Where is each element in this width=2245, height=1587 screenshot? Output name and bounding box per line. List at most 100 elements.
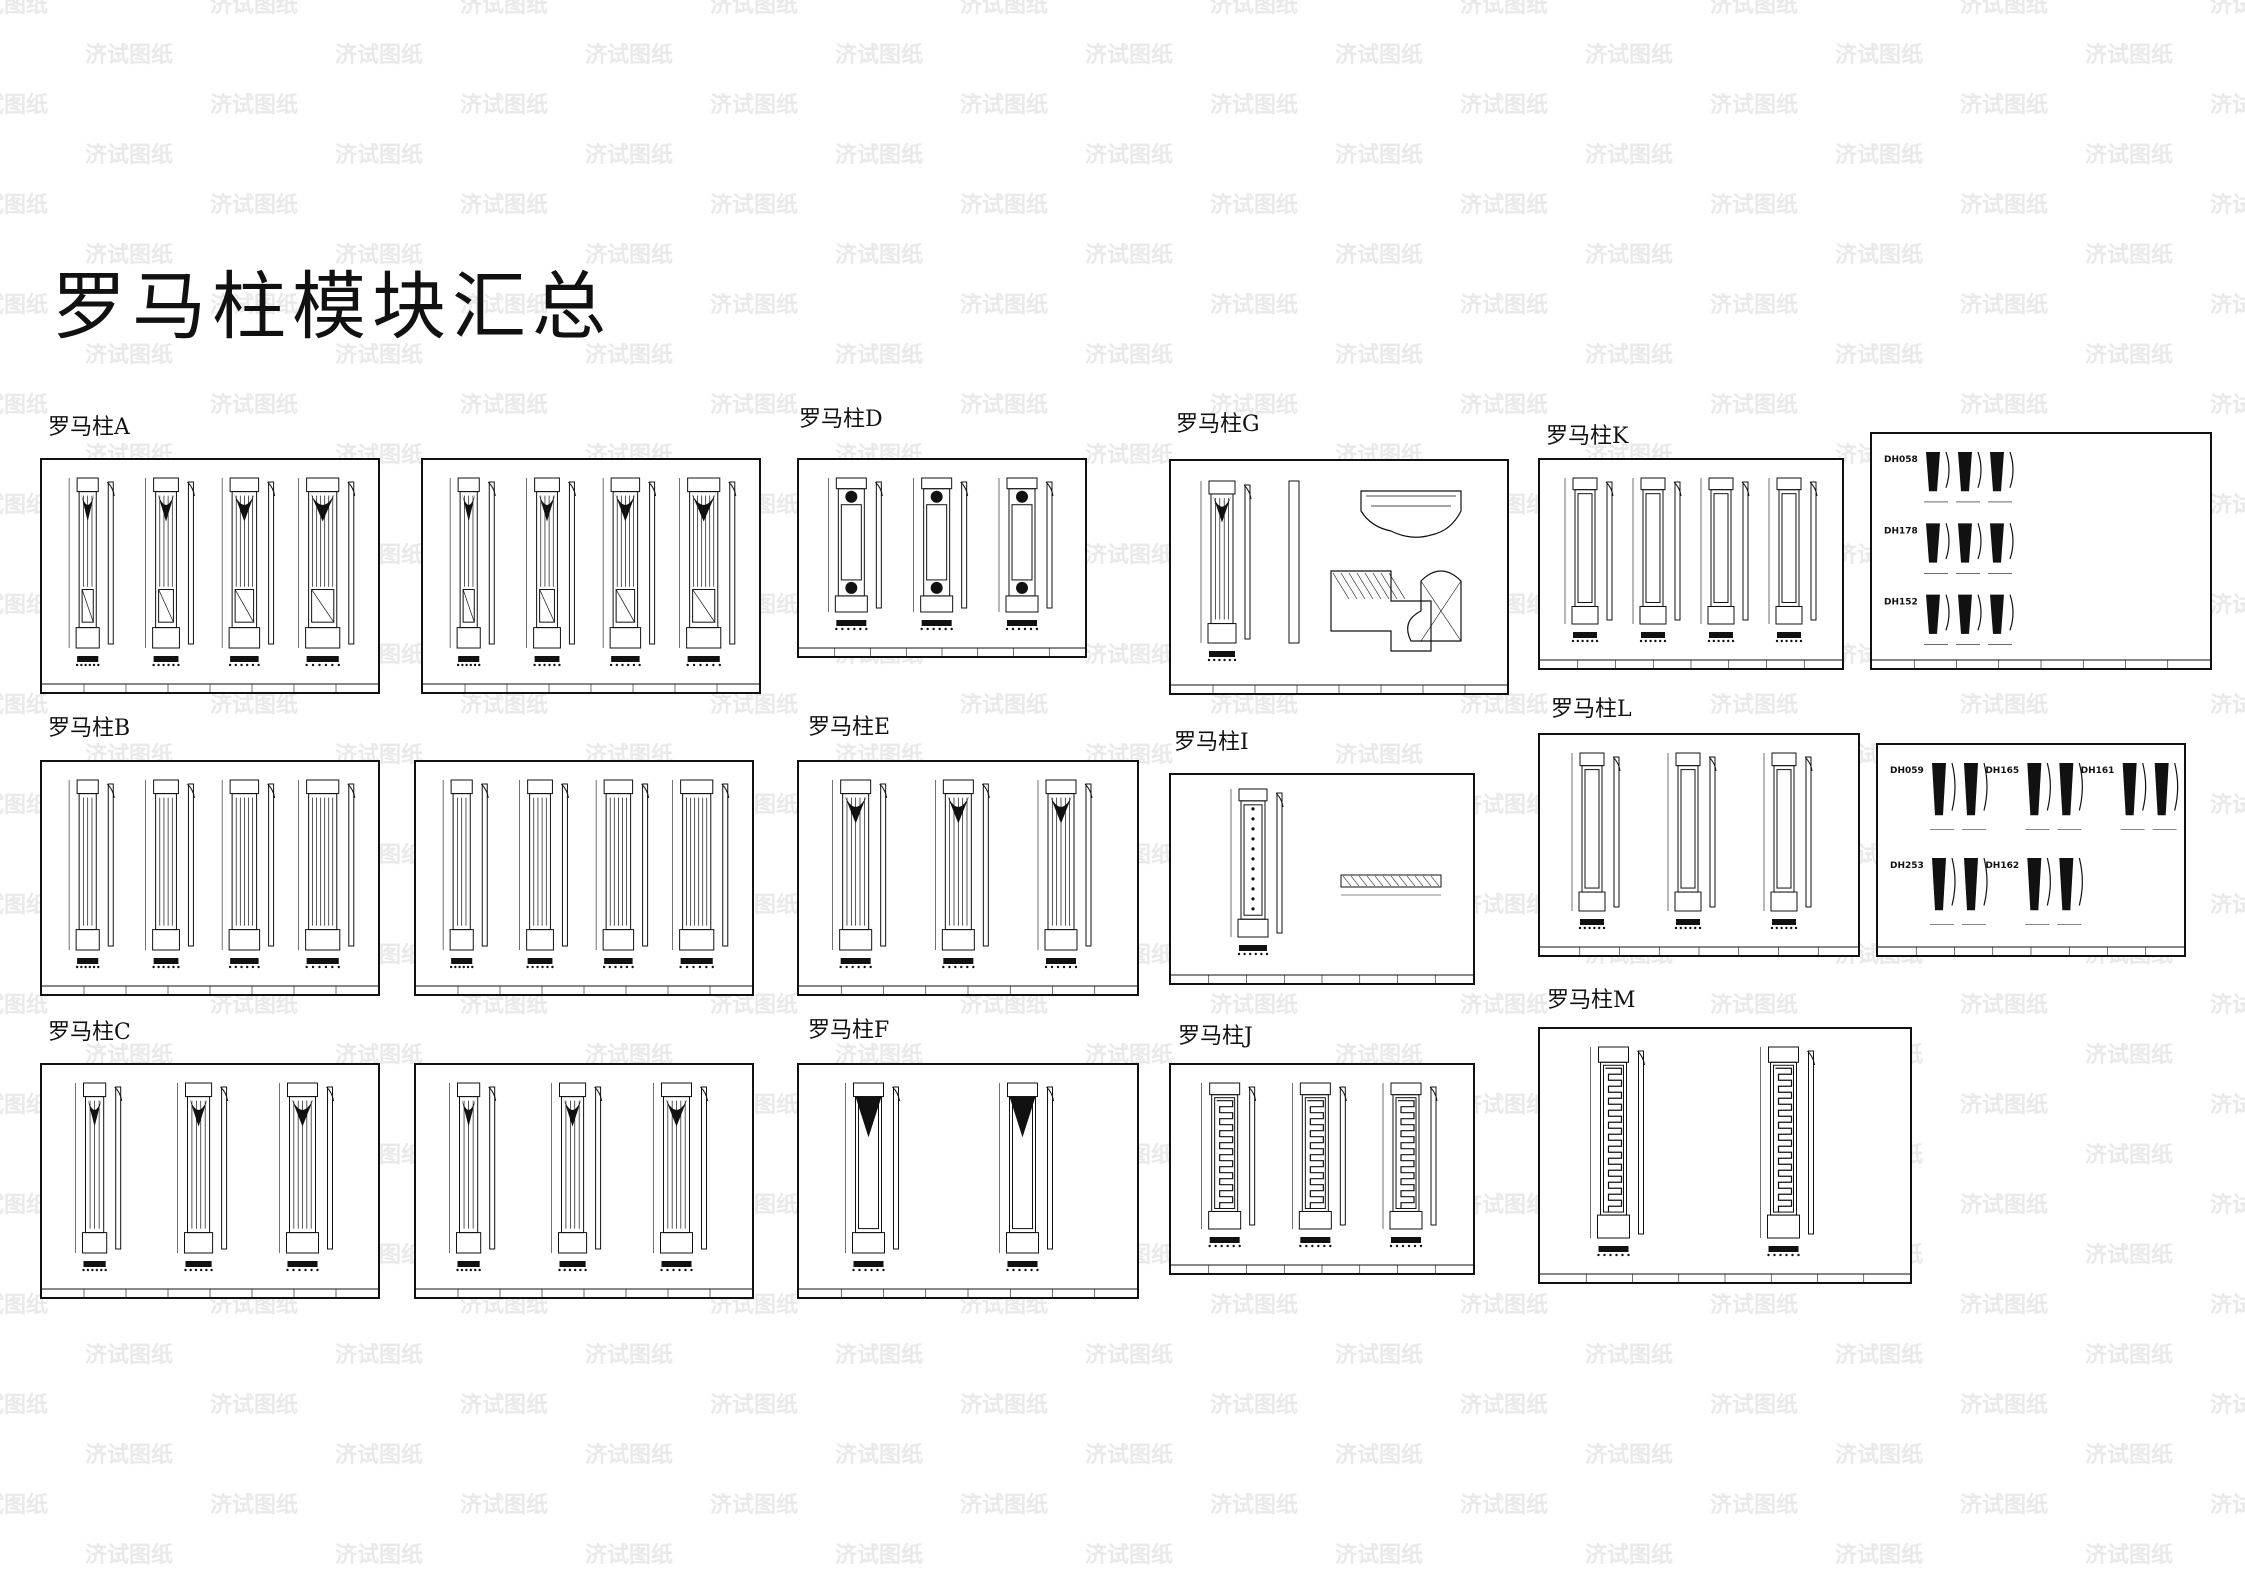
drawing-sheet-g[interactable]: [1169, 459, 1509, 695]
svg-text:济试图纸: 济试图纸: [460, 1492, 548, 1518]
svg-text:济试图纸: 济试图纸: [1210, 992, 1298, 1018]
svg-text:济试图纸: 济试图纸: [835, 142, 923, 168]
svg-text:济试图纸: 济试图纸: [1835, 342, 1923, 368]
svg-text:济试图纸: 济试图纸: [585, 1542, 673, 1568]
svg-text:济试图纸: 济试图纸: [1960, 1092, 2048, 1118]
drawing-sheet-d[interactable]: [797, 458, 1087, 658]
svg-text:济试图纸: 济试图纸: [1085, 142, 1173, 168]
svg-text:济试图纸: 济试图纸: [1460, 1392, 1548, 1418]
svg-text:济试图纸: 济试图纸: [210, 92, 298, 118]
svg-text:济试图纸: 济试图纸: [1960, 192, 2048, 218]
svg-text:济试图纸: 济试图纸: [335, 1542, 423, 1568]
svg-text:济试图纸: 济试图纸: [1460, 692, 1548, 718]
drawing-sheet-f[interactable]: [797, 1063, 1139, 1299]
svg-text:济试图纸: 济试图纸: [210, 1392, 298, 1418]
drawing-sheet-c-1[interactable]: [40, 1063, 380, 1299]
svg-text:济试图纸: 济试图纸: [1210, 1292, 1298, 1318]
svg-text:济试图纸: 济试图纸: [1460, 1492, 1548, 1518]
drawing-sheet-b-1[interactable]: [40, 760, 380, 996]
catalog-code-label: DH059: [1890, 766, 1924, 776]
svg-text:济试图纸: 济试图纸: [1085, 642, 1173, 668]
svg-text:济试图纸: 济试图纸: [2210, 292, 2245, 318]
svg-text:济试图纸: 济试图纸: [460, 192, 548, 218]
sheet-drawing: [1171, 1082, 1473, 1273]
svg-text:济试图纸: 济试图纸: [1710, 0, 1798, 18]
svg-text:济试图纸: 济试图纸: [1335, 1342, 1423, 1368]
group-label-i: 罗马柱I: [1174, 730, 1249, 755]
svg-text:济试图纸: 济试图纸: [0, 692, 48, 718]
page-title: 罗马柱模块汇总: [52, 264, 612, 350]
svg-text:济试图纸: 济试图纸: [2210, 992, 2245, 1018]
svg-text:济试图纸: 济试图纸: [1210, 1392, 1298, 1418]
group-label-d: 罗马柱D: [799, 407, 883, 432]
group-label-e: 罗马柱E: [808, 715, 891, 740]
svg-text:济试图纸: 济试图纸: [210, 1492, 298, 1518]
svg-text:济试图纸: 济试图纸: [835, 1542, 923, 1568]
svg-text:济试图纸: 济试图纸: [960, 392, 1048, 418]
svg-text:济试图纸: 济试图纸: [2085, 142, 2173, 168]
sheet-drawing: [1171, 788, 1473, 983]
svg-text:济试图纸: 济试图纸: [210, 192, 298, 218]
svg-text:济试图纸: 济试图纸: [960, 692, 1048, 718]
svg-text:济试图纸: 济试图纸: [0, 1392, 48, 1418]
svg-text:济试图纸: 济试图纸: [1835, 1342, 1923, 1368]
group-label-b: 罗马柱B: [48, 716, 131, 741]
drawing-sheet-k-1[interactable]: [1538, 458, 1844, 670]
svg-text:济试图纸: 济试图纸: [960, 1492, 1048, 1518]
svg-text:济试图纸: 济试图纸: [1585, 142, 1673, 168]
svg-text:济试图纸: 济试图纸: [2085, 1142, 2173, 1168]
svg-text:济试图纸: 济试图纸: [1335, 742, 1423, 768]
drawing-sheet-l-1[interactable]: [1538, 733, 1860, 957]
group-label-l: 罗马柱L: [1551, 697, 1632, 722]
svg-text:济试图纸: 济试图纸: [1335, 1442, 1423, 1468]
drawing-sheet-c-2[interactable]: [414, 1063, 754, 1299]
svg-text:济试图纸: 济试图纸: [460, 1392, 548, 1418]
sheet-drawing: [799, 477, 1085, 656]
svg-text:济试图纸: 济试图纸: [2210, 892, 2245, 918]
svg-text:济试图纸: 济试图纸: [460, 392, 548, 418]
svg-text:济试图纸: 济试图纸: [1585, 342, 1673, 368]
svg-text:济试图纸: 济试图纸: [1835, 242, 1923, 268]
svg-text:济试图纸: 济试图纸: [210, 692, 298, 718]
drawing-sheet-b-2[interactable]: [414, 760, 754, 996]
svg-text:济试图纸: 济试图纸: [1335, 342, 1423, 368]
svg-text:济试图纸: 济试图纸: [835, 342, 923, 368]
svg-text:济试图纸: 济试图纸: [1960, 0, 2048, 18]
svg-text:济试图纸: 济试图纸: [1960, 1392, 2048, 1418]
svg-text:济试图纸: 济试图纸: [2085, 1242, 2173, 1268]
svg-text:济试图纸: 济试图纸: [2085, 342, 2173, 368]
svg-text:济试图纸: 济试图纸: [2210, 0, 2245, 18]
svg-text:济试图纸: 济试图纸: [710, 0, 798, 18]
svg-text:济试图纸: 济试图纸: [1085, 442, 1173, 468]
svg-text:济试图纸: 济试图纸: [1710, 992, 1798, 1018]
svg-text:济试图纸: 济试图纸: [2085, 1042, 2173, 1068]
drawing-sheet-j[interactable]: [1169, 1063, 1475, 1275]
group-label-f: 罗马柱F: [808, 1018, 890, 1043]
sheet-drawing: [1540, 1046, 1910, 1282]
drawing-sheet-m[interactable]: [1538, 1027, 1912, 1284]
svg-text:济试图纸: 济试图纸: [335, 1442, 423, 1468]
svg-text:济试图纸: 济试图纸: [1710, 192, 1798, 218]
svg-text:济试图纸: 济试图纸: [0, 0, 48, 18]
svg-text:济试图纸: 济试图纸: [2210, 1492, 2245, 1518]
svg-text:济试图纸: 济试图纸: [1210, 92, 1298, 118]
svg-text:济试图纸: 济试图纸: [710, 292, 798, 318]
svg-text:济试图纸: 济试图纸: [210, 392, 298, 418]
svg-text:济试图纸: 济试图纸: [335, 42, 423, 68]
drawing-sheet-a-2[interactable]: [421, 458, 761, 694]
drawing-sheet-a-1[interactable]: [40, 458, 380, 694]
svg-text:济试图纸: 济试图纸: [1835, 42, 1923, 68]
svg-text:济试图纸: 济试图纸: [1710, 92, 1798, 118]
sheet-drawing: [416, 1082, 752, 1297]
drawing-sheet-i[interactable]: [1169, 773, 1475, 985]
svg-text:济试图纸: 济试图纸: [1960, 1292, 2048, 1318]
svg-text:济试图纸: 济试图纸: [1460, 92, 1548, 118]
catalog-code-label: DH161: [2081, 766, 2115, 776]
svg-text:济试图纸: 济试图纸: [1710, 1492, 1798, 1518]
drawing-sheet-e[interactable]: [797, 760, 1139, 996]
svg-text:济试图纸: 济试图纸: [460, 92, 548, 118]
svg-text:济试图纸: 济试图纸: [2210, 692, 2245, 718]
svg-text:济试图纸: 济试图纸: [710, 1492, 798, 1518]
